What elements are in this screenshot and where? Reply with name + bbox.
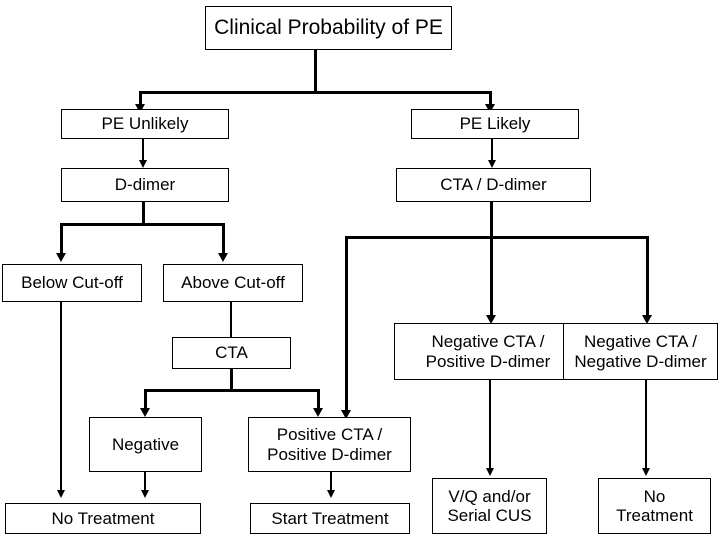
connector-root-to-pe-likely xyxy=(489,91,492,109)
node-positive-cta-positive-d-dimer[interactable]: Positive CTA / Positive D-dimer xyxy=(248,417,411,472)
connector-d-dimer-to-above-cutoff xyxy=(222,223,225,257)
arrowhead-neg-cta-neg-dd xyxy=(642,315,652,324)
node-label: No Treatment xyxy=(616,486,693,525)
arrowhead-no-treatment-right xyxy=(642,468,650,476)
node-below-cutoff[interactable]: Below Cut-off xyxy=(2,264,142,302)
connector-neg-cta-neg-dd-to-no-treatment xyxy=(645,380,647,472)
arrowhead-no-treatment-from-negative xyxy=(141,490,149,498)
connector-root-stem xyxy=(314,50,317,93)
node-cta-d-dimer[interactable]: CTA / D-dimer xyxy=(396,168,591,202)
connector-above-cutoff-to-cta xyxy=(230,302,232,338)
node-label: Start Treatment xyxy=(271,508,389,528)
node-above-cutoff[interactable]: Above Cut-off xyxy=(163,264,303,302)
connector-cta-bus xyxy=(144,389,320,392)
connector-cta-d-dimer-to-neg-cta-neg-dd xyxy=(646,236,649,320)
node-label: Negative CTA / Negative D-dimer xyxy=(574,332,707,371)
node-label: PE Likely xyxy=(459,114,531,134)
connector-cta-stem xyxy=(230,369,233,391)
node-label: D-dimer xyxy=(114,175,176,195)
node-label: CTA / D-dimer xyxy=(440,175,547,195)
node-label: Below Cut-off xyxy=(21,273,123,293)
arrowhead-no-treatment-from-below-cutoff xyxy=(57,490,65,498)
arrowhead-vq-serial-cus xyxy=(486,468,494,476)
connector-cta-to-negative xyxy=(144,389,147,412)
node-label: No Treatment xyxy=(51,508,155,528)
node-negative-cta-negative-d-dimer[interactable]: Negative CTA / Negative D-dimer xyxy=(563,323,718,380)
arrowhead-neg-cta-pos-dd xyxy=(486,315,496,324)
node-label: Above Cut-off xyxy=(181,273,285,293)
node-vq-serial-cus[interactable]: V/Q and/or Serial CUS xyxy=(432,478,547,534)
node-label: CTA xyxy=(215,343,248,363)
node-label: Negative xyxy=(111,434,180,454)
connector-root-to-pe-unlikely xyxy=(139,91,142,109)
connector-root-bus xyxy=(139,91,492,94)
connector-neg-cta-pos-dd-to-vq xyxy=(489,380,491,472)
connector-pe-unlikely-to-d-dimer xyxy=(142,139,144,164)
node-start-treatment[interactable]: Start Treatment xyxy=(250,503,410,534)
node-label: Clinical Probability of PE xyxy=(214,16,443,40)
connector-below-cutoff-to-no-treatment xyxy=(60,302,62,494)
connector-d-dimer-stem xyxy=(142,202,145,225)
node-d-dimer[interactable]: D-dimer xyxy=(61,168,229,202)
connector-cta-d-dimer-bus xyxy=(345,236,649,239)
connector-cta-d-dimer-to-pos-cta xyxy=(345,236,348,414)
node-label: V/Q and/or Serial CUS xyxy=(447,486,532,525)
node-clinical-probability-of-pe[interactable]: Clinical Probability of PE xyxy=(205,6,452,50)
node-negative-cta-positive-d-dimer[interactable]: Negative CTA / Positive D-dimer xyxy=(394,323,582,380)
connector-pe-likely-to-cta-d-dimer xyxy=(491,139,493,164)
arrowhead-negative xyxy=(140,408,150,417)
node-no-treatment-left[interactable]: No Treatment xyxy=(5,503,201,534)
connector-cta-d-dimer-stem xyxy=(490,202,493,238)
connector-cta-to-pos-cta xyxy=(317,389,320,412)
node-label: PE Unlikely xyxy=(101,114,189,134)
arrowhead-pe-unlikely xyxy=(135,104,145,113)
node-cta[interactable]: CTA xyxy=(172,337,291,369)
arrowhead-d-dimer xyxy=(139,160,147,168)
arrowhead-above-cutoff xyxy=(218,253,228,262)
connector-negative-to-no-treatment xyxy=(144,472,146,494)
arrowhead-cta-d-dimer xyxy=(488,160,496,168)
arrowhead-pe-likely xyxy=(485,104,495,113)
connector-d-dimer-to-below-cutoff xyxy=(60,223,63,257)
arrowhead-start-treatment xyxy=(327,490,335,498)
connector-d-dimer-bus xyxy=(60,223,225,226)
node-label: Positive CTA / Positive D-dimer xyxy=(267,425,392,464)
node-pe-unlikely[interactable]: PE Unlikely xyxy=(61,109,229,139)
node-label: Negative CTA / Positive D-dimer xyxy=(425,332,551,371)
arrowhead-pos-cta-from-cta-d-dimer xyxy=(341,410,351,419)
node-negative[interactable]: Negative xyxy=(89,417,202,472)
connector-pos-cta-to-start-treatment xyxy=(330,472,332,494)
node-no-treatment-right[interactable]: No Treatment xyxy=(598,478,711,534)
node-pe-likely[interactable]: PE Likely xyxy=(411,109,579,139)
arrowhead-pos-cta-from-cta xyxy=(313,408,323,417)
connector-cta-d-dimer-to-neg-cta-pos-dd xyxy=(490,236,493,320)
arrowhead-below-cutoff xyxy=(56,253,66,262)
